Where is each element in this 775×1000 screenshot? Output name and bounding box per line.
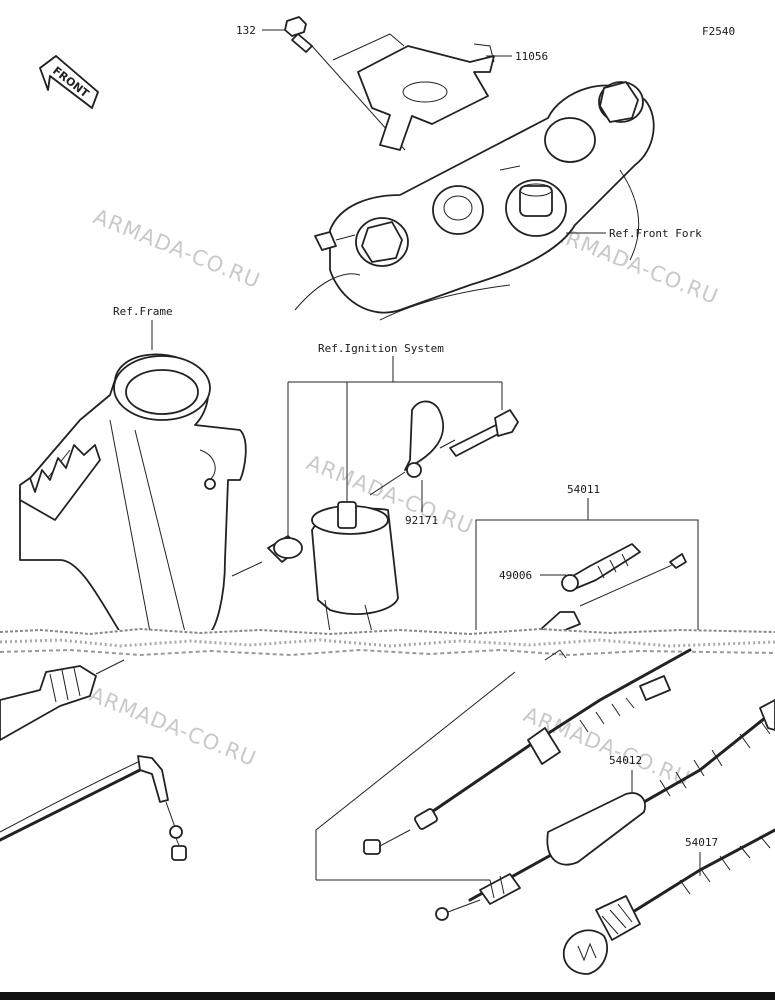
box-54012 xyxy=(315,671,516,881)
long-bolt xyxy=(439,409,519,457)
bottom-border xyxy=(0,992,775,1000)
ignition-leader-lines xyxy=(287,356,503,538)
cable-54017 xyxy=(562,828,775,975)
cable-end-49006 xyxy=(539,543,687,633)
front-direction-badge: FRONT xyxy=(39,55,99,110)
bolt-132 xyxy=(262,16,406,151)
label-ref-front-fork: Ref.Front Fork xyxy=(609,227,702,240)
watermark-4: ARMADA-CO.RU xyxy=(86,682,260,771)
label-92171: 92171 xyxy=(405,514,438,527)
box-54011 xyxy=(475,498,699,632)
throttle-cable-left xyxy=(0,659,187,861)
label-11056: 11056 xyxy=(515,50,548,63)
torn-edge-band xyxy=(0,627,775,660)
label-54017: 54017 xyxy=(685,836,718,849)
frame-head-pipe xyxy=(19,353,263,633)
cable-54012-lower xyxy=(435,699,775,921)
label-ref-frame: Ref.Frame xyxy=(113,305,173,318)
label-132: 132 xyxy=(236,24,256,37)
label-49006: 49006 xyxy=(499,569,532,582)
cable-54012-upper xyxy=(363,648,692,855)
steering-stem-head xyxy=(294,81,655,321)
label-54012: 54012 xyxy=(609,754,642,767)
bracket-11056 xyxy=(332,33,512,151)
clamp-92171 xyxy=(369,400,444,512)
figure-code: F2540 xyxy=(702,25,735,38)
label-ref-ignition: Ref.Ignition System xyxy=(318,342,444,355)
label-54011: 54011 xyxy=(567,483,600,496)
watermark-1: ARMADA-CO.RU xyxy=(90,204,264,293)
ignition-switch xyxy=(311,501,399,633)
collar-part xyxy=(267,535,303,563)
